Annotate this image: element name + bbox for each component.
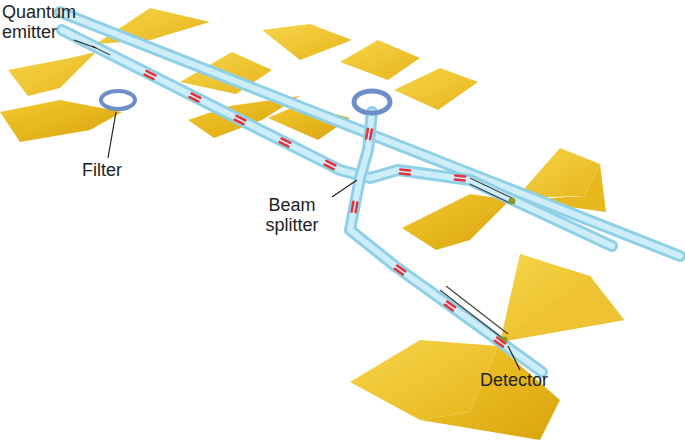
photon-dash <box>455 175 465 176</box>
waveguides <box>60 12 680 372</box>
part-label: Quantum emitter <box>2 2 80 42</box>
photon-dash <box>366 129 368 139</box>
photon-dash <box>400 173 410 174</box>
detector-spot <box>509 198 516 205</box>
photon-dash <box>325 165 334 169</box>
detector-nanowires <box>92 46 512 338</box>
leader-lines <box>74 40 520 370</box>
photon-dash <box>370 129 372 139</box>
photon-dash <box>190 97 199 101</box>
photon-dash <box>400 169 410 170</box>
part-label: Beam splitter <box>250 195 334 235</box>
photon-dash <box>145 75 154 79</box>
photon-dash <box>495 341 503 347</box>
part-label: Detector <box>480 370 570 390</box>
photon-dash <box>356 202 358 212</box>
ring-filter <box>354 91 390 113</box>
photon-dash <box>235 120 244 124</box>
photon-dash <box>395 269 403 275</box>
photon-dash <box>445 305 453 311</box>
photons <box>145 71 506 347</box>
photon-dash <box>455 179 465 180</box>
photon-dash <box>280 142 289 146</box>
electrode-pads <box>0 8 624 440</box>
photon-dash <box>352 202 354 212</box>
ring-filter <box>101 91 135 109</box>
part-label: Filter <box>82 160 142 180</box>
